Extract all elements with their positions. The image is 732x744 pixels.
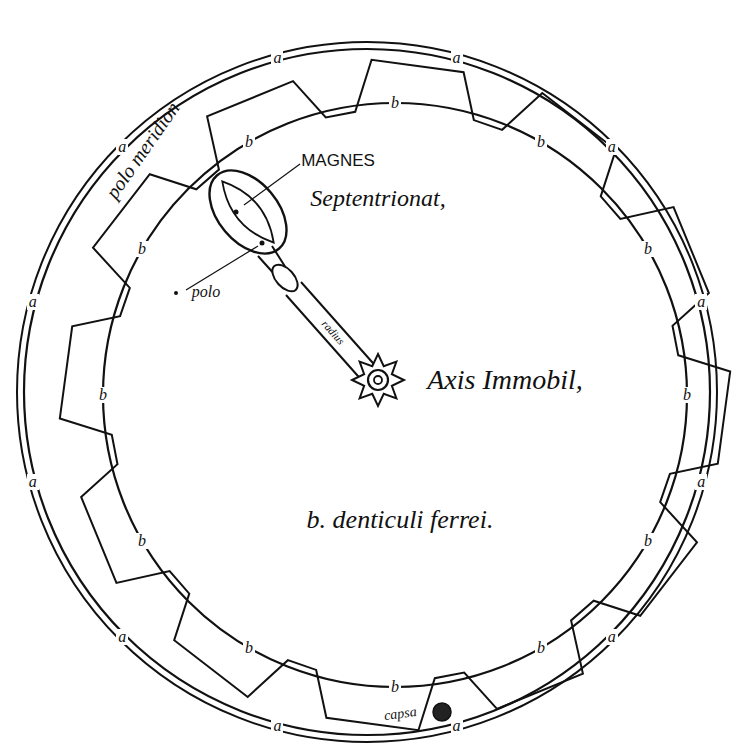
ring-letter: a: [271, 50, 283, 66]
ring-letter: a: [606, 629, 618, 645]
outer-ring: [24, 49, 710, 735]
ring-letter: a: [116, 629, 128, 645]
tooth-letter: b: [243, 640, 255, 656]
tooth-letter: b: [243, 134, 255, 150]
tooth-letter: b: [535, 134, 547, 150]
axis-star: [352, 354, 404, 406]
wheel-circle: [103, 103, 687, 687]
tooth-letter: b: [389, 95, 401, 111]
outer-ring: [17, 42, 717, 742]
part-name: MAGNES: [301, 152, 375, 169]
part-name: Septentrionat,: [310, 186, 445, 210]
ring-letter: a: [116, 139, 128, 155]
ring-letter: a: [451, 50, 463, 66]
tooth-letter: b: [681, 387, 693, 403]
star-outline: [352, 354, 404, 406]
ring-letter: a: [271, 718, 283, 734]
part-name: Axis Immobil,: [427, 366, 583, 394]
tooth-letter: b: [97, 387, 109, 403]
magnet-knob: [268, 260, 303, 296]
pole-dot: [260, 241, 265, 246]
magnet-outline: [194, 156, 302, 268]
magnet-symbol: [194, 156, 302, 268]
ring-letter: a: [606, 139, 618, 155]
axis-hole: [374, 376, 382, 384]
ring-letter: a: [451, 718, 463, 734]
part-name: capsa: [383, 705, 417, 723]
pole-label: polo: [192, 284, 220, 300]
leader-line: [244, 164, 300, 205]
capsa-box: [433, 703, 451, 721]
teeth-outline: [60, 60, 730, 730]
part-name: radius: [318, 316, 348, 347]
part-name: b. denticuli ferrei.: [307, 507, 494, 533]
tooth-letter: b: [642, 533, 654, 549]
pole-dot: [174, 291, 178, 295]
tooth-letter: b: [136, 241, 148, 257]
pole-dot: [234, 210, 239, 215]
iron-teeth: [60, 60, 730, 730]
tooth-letter: b: [136, 533, 148, 549]
ring-letter: a: [27, 294, 39, 310]
ring-letter: a: [27, 474, 39, 490]
axis-hub: [368, 370, 388, 390]
tooth-letter: b: [535, 640, 547, 656]
magnet-stone: [213, 174, 283, 251]
tooth-letter: b: [389, 679, 401, 695]
tooth-letter: b: [642, 241, 654, 257]
ring-letter: a: [695, 294, 707, 310]
ring-letter: a: [695, 474, 707, 490]
